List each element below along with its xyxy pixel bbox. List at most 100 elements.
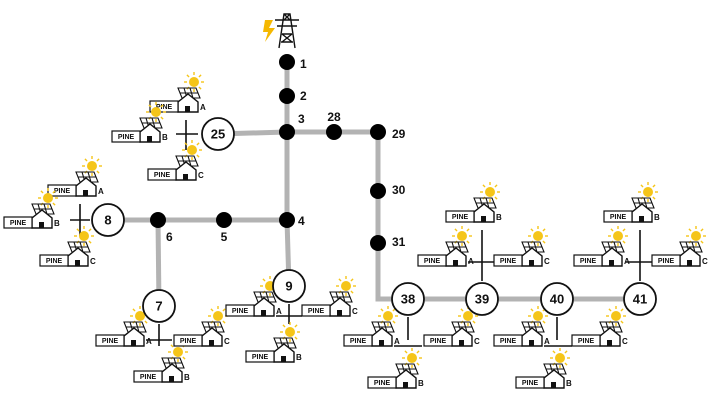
house-label: PINE [424,258,441,265]
house-label: PINE [522,380,539,387]
sun-icon [82,156,102,176]
house-label: PINE [452,214,469,221]
house-label: PINE [610,214,627,221]
sun-icon [458,306,478,326]
house-label: PINE [10,220,27,227]
house-solar-panel-icon: PINE B [367,348,424,389]
phase-label-B: B [184,373,190,382]
load-node-label-40: 40 [550,291,564,306]
sun-icon [184,72,204,92]
sun-icon [480,182,500,202]
house-label: PINE [374,380,391,387]
load-node-label-9: 9 [285,278,292,293]
sun-icon [528,306,548,326]
bus-node-2 [279,88,295,104]
bus-label-5: 5 [221,230,228,244]
phase-label-C: C [352,307,358,316]
load-node-8 [91,203,125,237]
phase-label-B: B [418,379,424,388]
bus-node-1 [279,54,295,70]
house-label: PINE [430,338,447,345]
bus-node-28 [326,124,342,140]
phase-label-C: C [544,257,550,266]
phase-label-C: C [224,337,230,346]
bus-label-6: 6 [166,230,173,244]
phase-label-C: C [198,171,204,180]
load-node-label-8: 8 [104,212,111,227]
house-solar-panel-icon: PINE C [651,226,708,267]
sun-icon [280,322,300,342]
load-node-41 [623,282,657,316]
sun-icon [402,348,422,368]
phase-label-A: A [544,337,550,346]
bus-label-31: 31 [392,235,406,249]
sun-icon [608,226,628,246]
house-label: PINE [500,258,517,265]
lightning-bolt-icon [263,20,275,42]
sun-icon [182,140,202,160]
load-node-40 [540,282,574,316]
house-label: PINE [252,354,269,361]
house-solar-panel-icon: PINE C [147,140,204,181]
sun-icon [336,276,356,296]
house-label: PINE [580,258,597,265]
house-solar-panel-icon: PINE B [445,182,502,223]
house-label: PINE [658,258,675,265]
bus-node-6 [150,212,166,228]
phase-label-A: A [98,187,104,196]
phase-label-B: B [54,219,60,228]
house-solar-panel-icon: PINE B [133,342,190,383]
load-node-label-39: 39 [475,291,489,306]
house-label: PINE [154,172,171,179]
sun-icon [606,306,626,326]
phase-label-B: B [496,213,502,222]
bus-label-2: 2 [300,89,307,103]
bus-label-1: 1 [300,57,307,71]
sun-icon [686,226,706,246]
sun-icon [38,188,58,208]
phase-label-C: C [702,257,708,266]
house-label: PINE [140,374,157,381]
load-node-38 [391,282,425,316]
sun-icon [550,348,570,368]
house-label: PINE [500,338,517,345]
sun-icon [130,306,150,326]
sun-icon [528,226,548,246]
sun-icon [638,182,658,202]
phase-label-A: A [468,257,474,266]
bus-label-28: 28 [327,110,341,124]
house-solar-panel-icon: PINE A [417,226,474,267]
sun-icon [74,226,94,246]
load-node-group-39: PINE B PINE A PINE C 39 [417,182,550,316]
load-node-39 [465,282,499,316]
phase-label-A: A [146,337,152,346]
phase-label-A: A [394,337,400,346]
house-label: PINE [156,104,173,111]
house-solar-panel-icon: PINE C [493,226,550,267]
bus-node-5 [216,212,232,228]
house-label: PINE [180,338,197,345]
bus-node-3 [279,124,295,140]
phase-label-C: C [90,257,96,266]
phase-label-C: C [474,337,480,346]
load-node-label-7: 7 [155,298,162,313]
house-solar-panel-icon: PINE B [3,188,60,229]
